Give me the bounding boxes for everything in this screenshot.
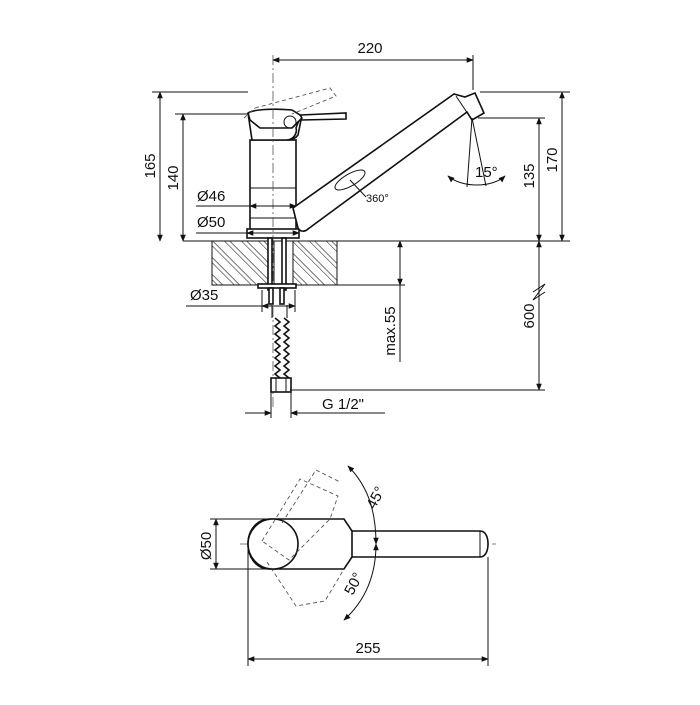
- dim-hose-length: 600: [290, 240, 546, 391]
- dim-spout-reach-label: 220: [357, 40, 382, 57]
- dim-body-height-label: 140: [165, 165, 182, 190]
- dim-body-diameter-upper-label: Ø46: [197, 188, 225, 205]
- dim-body-height: 140: [165, 113, 248, 242]
- mounting-stud-and-hose: [257, 237, 297, 393]
- dim-mount-hole-label: Ø35: [190, 287, 218, 304]
- dim-spout-tilt-label: 15°: [475, 164, 498, 181]
- dim-counter-thickness-label: max.55: [382, 306, 399, 355]
- lever-position-45: [261, 478, 339, 561]
- dim-base-diameter-label: Ø50: [198, 532, 215, 560]
- dim-hose-length-label: 600: [521, 303, 538, 328]
- top-spout: [346, 530, 489, 558]
- dim-connection-thread-label: G 1/2": [322, 396, 364, 413]
- side-view: 220 165 140 170 135: [142, 40, 570, 418]
- dim-body-diameter-base-label: Ø50: [197, 214, 225, 231]
- dim-total-height-label: 165: [142, 153, 159, 178]
- top-base-circle: [247, 518, 299, 570]
- dim-spout-height-inner: 135: [478, 117, 545, 242]
- dim-spout-reach: 220: [272, 40, 474, 90]
- dim-body-diameter-upper: Ø46: [196, 188, 297, 209]
- dim-lever-angle-up-label: 45°: [363, 484, 389, 512]
- dim-base-diameter: Ø50: [198, 518, 273, 570]
- dim-total-length: 255: [247, 547, 489, 666]
- dim-spout-tilt: 15°: [447, 117, 506, 188]
- dim-spout-height-outer-label: 170: [544, 147, 561, 172]
- faucet-body: [243, 87, 486, 239]
- lever-position-50: [266, 561, 345, 607]
- dim-spout-height-outer: 170: [480, 91, 570, 242]
- dim-swivel: 360°: [349, 179, 389, 205]
- countertop-section: [211, 240, 338, 286]
- dim-swivel-label: 360°: [366, 193, 389, 205]
- dim-spout-height-inner-label: 135: [521, 163, 538, 188]
- dim-connection-thread: G 1/2": [245, 392, 385, 418]
- top-view: 45° 50° Ø50 255: [198, 465, 496, 666]
- dim-body-diameter-base: Ø50: [196, 214, 300, 236]
- dim-total-length-label: 255: [355, 640, 380, 657]
- dim-lever-angle-down-label: 50°: [341, 570, 367, 598]
- dim-counter-thickness: max.55: [337, 240, 405, 362]
- dim-total-height: 165: [142, 91, 248, 242]
- dim-mount-hole: Ø35: [186, 287, 296, 312]
